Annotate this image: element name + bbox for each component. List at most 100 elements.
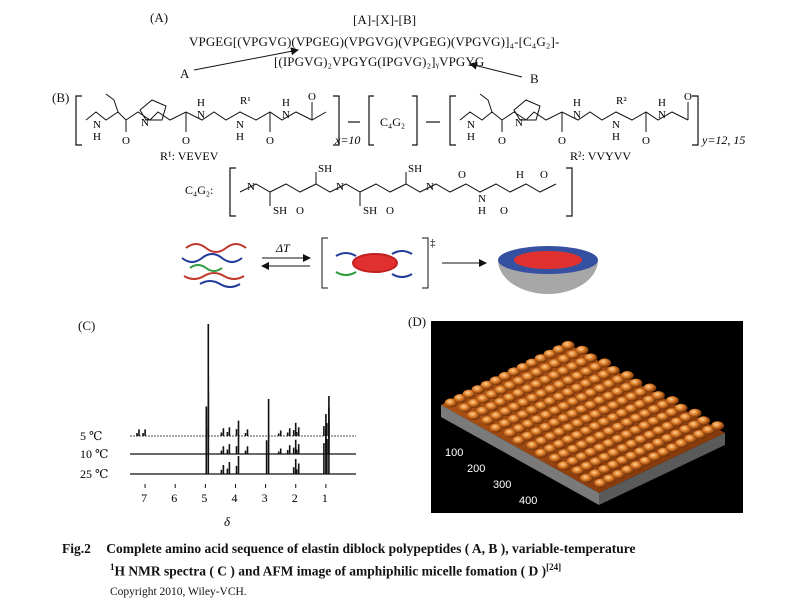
x-tick-label-3: 3 — [262, 491, 268, 505]
panel-a-label: (A) — [150, 10, 169, 25]
afm-tick-300: 300 — [493, 479, 512, 491]
block-formula: [A]-[X]-[B] — [353, 12, 417, 27]
atom-sh-c4: SH — [408, 163, 422, 175]
afm-bump — [548, 453, 562, 463]
afm-bump — [584, 353, 598, 363]
afm-bump — [652, 438, 666, 448]
afm-bump — [620, 371, 634, 380]
afm-bump — [507, 414, 521, 424]
panel-c-label: (C) — [78, 318, 96, 333]
afm-bump — [476, 406, 490, 416]
bracket-core-left — [368, 95, 374, 146]
delta-t-label: ΔT — [275, 241, 291, 255]
sequence-line-1: VPGEG[(VPGVG)(VPGEG)(VPGVG)(VPGEG)(VPGVG… — [189, 34, 560, 49]
afm-bump — [620, 430, 634, 440]
afm-bump — [665, 396, 679, 406]
afm-bump — [625, 451, 639, 461]
dagger-mark: ‡ — [430, 237, 436, 249]
afm-bump — [552, 439, 566, 449]
copyright-line: Copyright 2010, Wiley-VCH. — [110, 586, 247, 598]
afm-bump — [594, 478, 608, 488]
afm-bump — [575, 440, 589, 450]
afm-bump — [566, 456, 580, 466]
afm-bump — [521, 372, 535, 382]
valine-sidechain — [105, 93, 119, 113]
afm-bump — [561, 435, 575, 445]
atom-h-a3: H — [236, 131, 244, 143]
afm-bump — [571, 466, 585, 476]
afm-bump — [548, 371, 562, 381]
x-tick-label-1: 1 — [322, 491, 328, 505]
atom-h-a2: H — [197, 97, 205, 109]
afm-bump — [462, 389, 476, 399]
afm-bump — [517, 398, 531, 408]
afm-bump — [630, 461, 644, 471]
sequence-line-2: [(IPGVG)₂VPGYG(IPGVG)₂]ᵧVPGYG — [274, 54, 485, 69]
afm-bump — [597, 417, 611, 427]
temperature-label-0: 5 ℃ — [80, 429, 102, 443]
caption-reference: [24] — [546, 562, 562, 572]
core-c4g2: C₄G₂ — [380, 115, 405, 129]
atom-n-b4: N — [612, 119, 620, 131]
atom-o-b2: O — [558, 135, 566, 147]
afm-bump — [561, 340, 575, 350]
atom-n-a4: N — [236, 119, 244, 131]
afm-bump — [652, 426, 666, 436]
afm-bump — [670, 429, 684, 439]
free-polymer-chains — [181, 243, 247, 288]
afm-bump — [552, 345, 566, 355]
afm-bump — [679, 425, 693, 435]
afm-bump — [634, 388, 648, 397]
afm-bump — [516, 363, 530, 372]
afm-bump — [643, 383, 657, 393]
afm-bump — [638, 409, 652, 419]
caption-sup-1: 1 — [110, 562, 115, 572]
afm-bump — [702, 425, 716, 435]
caption-line-1: Fig.2 Complete amino acid sequence of el… — [62, 541, 762, 557]
atom-h-c5: H — [516, 169, 524, 181]
atom-o-a4: O — [308, 91, 316, 103]
bracket-a-left — [75, 95, 82, 146]
afm-bump — [580, 461, 594, 471]
afm-bump — [693, 430, 707, 440]
afm-bump — [711, 421, 725, 431]
r2-definition: R²: VVYVV — [570, 149, 631, 163]
afm-bump — [553, 380, 567, 390]
c4g2-label: C₄G₂: — [185, 183, 213, 197]
afm-bump — [512, 436, 526, 446]
afm-bump — [557, 461, 571, 471]
afm-bump — [616, 456, 630, 466]
x-tick-label-7: 7 — [141, 491, 147, 505]
r2-sup: R² — [616, 95, 627, 107]
afm-bump — [638, 421, 652, 431]
afm-bump — [597, 370, 611, 380]
bracket-b-right — [692, 95, 699, 146]
afm-bump — [647, 417, 661, 426]
afm-bump — [521, 419, 535, 429]
afm-bump — [651, 391, 665, 401]
afm-bump — [615, 408, 629, 418]
atom-o-c2: O — [386, 205, 394, 217]
afm-bump — [512, 376, 526, 386]
chemical-structures: N H O N O H N R¹ N H O H N O x=10 C₄G₂ N… — [75, 91, 745, 217]
afm-bump — [552, 392, 566, 402]
afm-bump — [481, 416, 495, 425]
atom-n-b2: N — [515, 117, 523, 129]
afm-bump — [507, 367, 521, 377]
ts-bracket-right — [422, 237, 429, 289]
atom-n-c3: N — [426, 181, 434, 193]
afm-bump — [544, 385, 558, 394]
atom-n-c1: N — [247, 181, 255, 193]
atom-o-b4: O — [684, 91, 692, 103]
afm-bump — [625, 439, 639, 449]
afm-tick-100: 100 — [445, 447, 464, 459]
caption-text-2: H NMR spectra ( C ) and AFM image of amp… — [114, 563, 547, 579]
y-subscript: y=12, 15 — [701, 133, 745, 147]
afm-bump — [548, 406, 562, 416]
afm-bump — [603, 474, 617, 484]
panel-d-label: (D) — [408, 314, 427, 329]
bracket-c-left — [229, 167, 236, 217]
afm-bump — [602, 427, 616, 437]
nmr-spectrum-1 — [205, 393, 330, 454]
